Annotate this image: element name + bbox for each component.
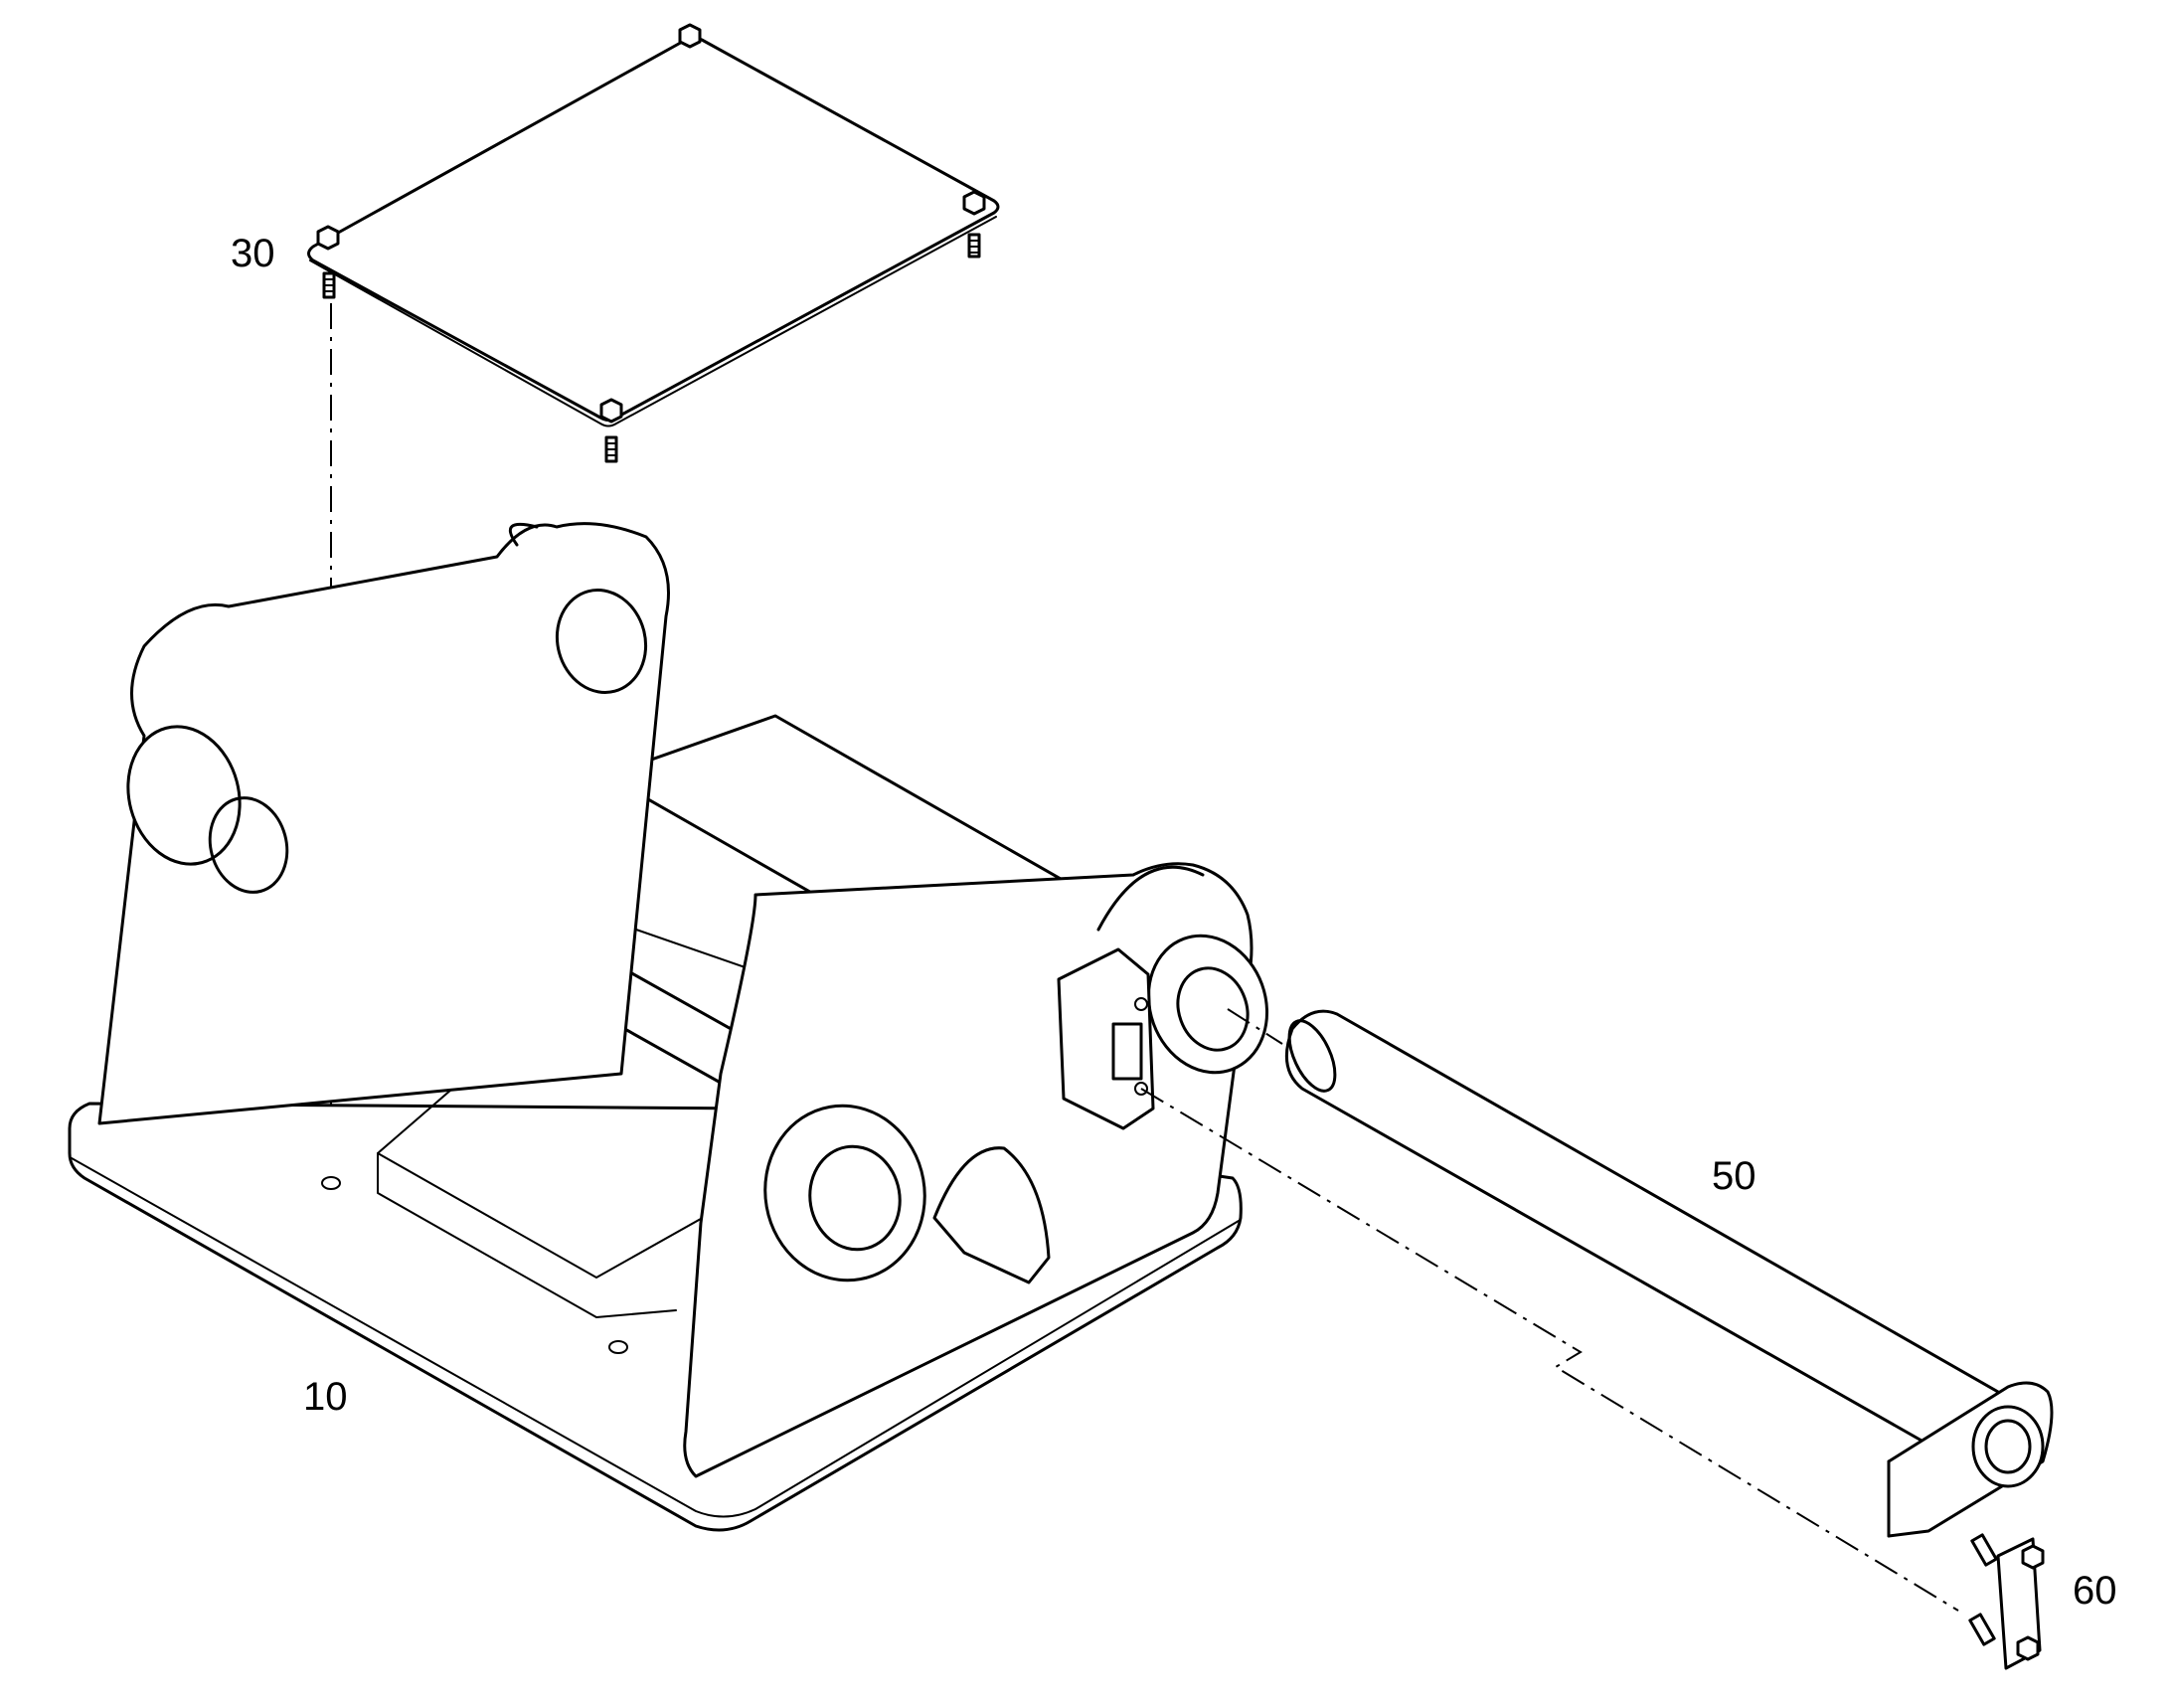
callout-30: 30 bbox=[231, 232, 275, 275]
part-10-coupler-frame bbox=[68, 522, 1269, 1532]
bolt-left bbox=[316, 225, 340, 299]
leader-line-60 bbox=[1140, 1088, 1959, 1612]
bolt-top bbox=[678, 23, 702, 49]
callout-10: 10 bbox=[303, 1375, 348, 1419]
callout-60: 60 bbox=[2073, 1569, 2117, 1613]
bolt-right bbox=[962, 190, 986, 258]
callout-50: 50 bbox=[1712, 1154, 1756, 1198]
part-60-retainer bbox=[1968, 1533, 2045, 1670]
part-30-cover-plate bbox=[307, 23, 1000, 463]
leader-line-50 bbox=[1227, 1008, 1283, 1045]
part-50-pin bbox=[1284, 1009, 2054, 1538]
bolt-bottom bbox=[599, 398, 623, 463]
